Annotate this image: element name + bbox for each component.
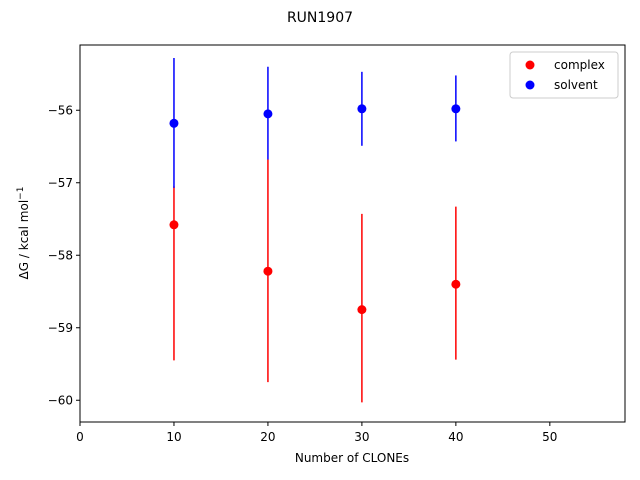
complex-point <box>263 266 273 276</box>
x-axis: 0 10 20 30 40 50 <box>76 422 557 444</box>
legend-frame <box>509 51 619 99</box>
y-axis-label-main: ΔG / kcal mol <box>17 200 31 280</box>
complex-point <box>451 279 461 289</box>
legend-marker-complex <box>525 60 535 70</box>
chart-title: RUN1907 <box>287 10 353 26</box>
solvent-point <box>357 104 367 114</box>
y-tick-label: −60 <box>48 393 73 407</box>
legend: complex solvent <box>509 51 619 99</box>
legend-label-solvent: solvent <box>554 78 598 92</box>
solvent-point <box>263 109 273 119</box>
x-tick-label: 50 <box>542 430 557 444</box>
axes-frame <box>79 44 626 423</box>
complex-point <box>357 305 367 315</box>
legend-label-complex: complex <box>554 58 605 72</box>
y-tick-label: −58 <box>48 248 73 262</box>
y-tick-label: −56 <box>48 103 73 117</box>
series-solvent <box>169 58 461 188</box>
x-tick-label: 10 <box>166 430 181 444</box>
solvent-point <box>169 118 179 128</box>
plot-area <box>169 58 461 403</box>
y-tick-label: −59 <box>48 321 73 335</box>
x-tick-label: 20 <box>260 430 275 444</box>
y-axis-label-exponent: −1 <box>16 187 26 200</box>
x-axis-label: Number of CLONEs <box>295 451 409 465</box>
y-axis: −60 −59 −58 −57 −56 <box>48 103 80 407</box>
series-complex <box>169 159 461 403</box>
y-tick-label: −57 <box>48 176 73 190</box>
x-tick-label: 0 <box>76 430 84 444</box>
x-tick-label: 30 <box>354 430 369 444</box>
x-tick-label: 40 <box>448 430 463 444</box>
solvent-point <box>451 104 461 114</box>
y-axis-label: ΔG / kcal mol−1 <box>16 187 31 280</box>
legend-marker-solvent <box>525 80 535 90</box>
complex-point <box>169 220 179 230</box>
